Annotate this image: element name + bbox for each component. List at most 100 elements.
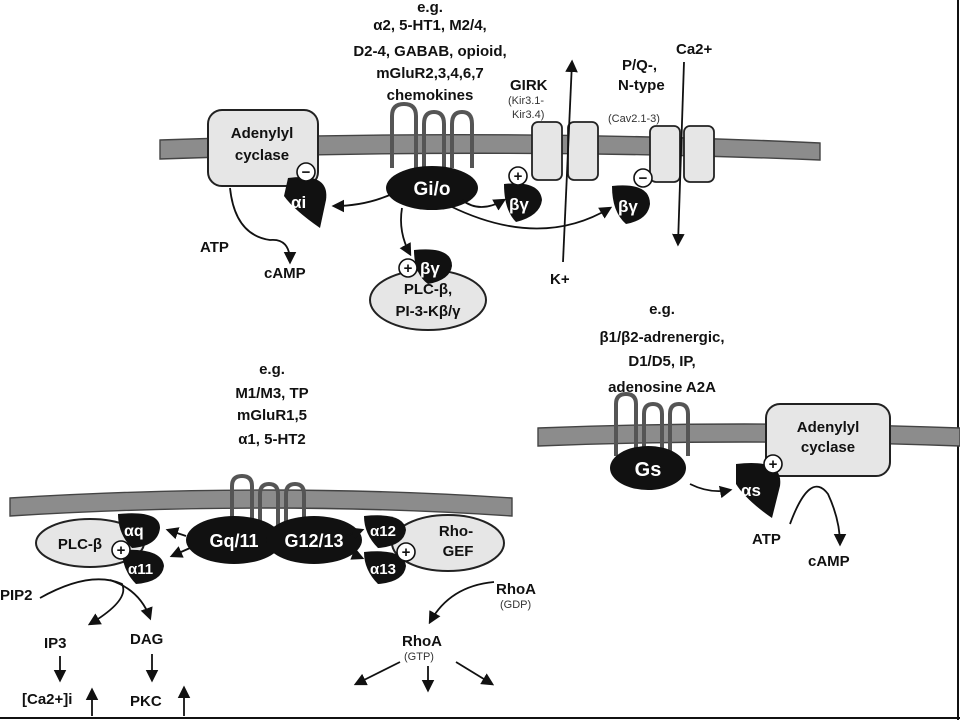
gq-receptor (230, 474, 306, 528)
gio-receptor (390, 102, 474, 168)
girk-beta-gamma-label: βγ (509, 195, 529, 214)
gs-example-line-0: e.g. (649, 301, 675, 318)
ca-title-1: P/Q-, (622, 57, 657, 74)
g12-to-alpha-13-arrow (343, 548, 365, 560)
ca-i-label: [Ca2+]i (22, 691, 72, 708)
gio-ac-label-1: Adenylyl (231, 125, 294, 142)
gio-protein (386, 166, 478, 210)
girk-sub-2: Kir3.4) (512, 109, 544, 121)
sign-glyph: + (402, 544, 411, 561)
ca-ion-label: Ca2+ (676, 41, 713, 58)
gio-example-line-3: mGluR2,3,4,6,7 (376, 65, 484, 82)
gs-protein-label: Gs (635, 459, 662, 481)
alpha-12-subunit (364, 515, 406, 548)
ca-channel-right (683, 125, 715, 183)
gs-receptor (614, 392, 690, 456)
gio-example-line-2: D2-4, GABAB, opioid, (353, 43, 506, 60)
gs-to-alpha-arrow (689, 483, 733, 499)
gq-plc-label: PLC-β (58, 536, 102, 553)
gio-ac-label-2: cyclase (235, 147, 289, 164)
girk-channel-right (567, 121, 599, 181)
g1213-protein-label: G12/13 (284, 531, 343, 551)
alpha-q-label: αq (124, 523, 144, 540)
gs-alpha-s-label: αs (741, 481, 761, 500)
gio-example-line-4: chemokines (387, 87, 474, 104)
gs-ac-label-1: Adenylyl (797, 419, 860, 436)
alpha-13-subunit (364, 551, 406, 584)
gs-camp-label: cAMP (808, 553, 850, 570)
rhoa-gdp-sub: (GDP) (500, 599, 531, 611)
girk-channel-left (531, 121, 563, 181)
ca-title-2: N-type (618, 77, 665, 94)
ca-minus-sign (633, 168, 653, 188)
girk-beta-gamma (504, 183, 542, 222)
alpha-12-label: α12 (370, 523, 396, 540)
dag-label: DAG (130, 631, 163, 648)
pip2-to-ip3-arrow (39, 578, 125, 626)
rhoa-gtp-sub: (GTP) (404, 651, 434, 663)
gs-example-line-3: adenosine A2A (608, 379, 716, 396)
gq-example-line-1: M1/M3, TP (235, 385, 308, 402)
gs-examples: e.g. β1/β2-adrenergic, D1/D5, IP, adenos… (599, 301, 724, 396)
ca-influx-arrow (672, 61, 685, 247)
rhoa-gtp-title: RhoA (402, 633, 442, 650)
rho-gef-label-1: Rho- (439, 523, 473, 540)
gs-adenylyl-cyclase (765, 403, 891, 477)
gio-atp-label: ATP (200, 239, 229, 256)
gq-example-line-3: α1, 5-HT2 (238, 431, 306, 448)
plc-label-1: PLC-β, (404, 281, 452, 298)
gq-to-alpha-q-arrow (165, 527, 187, 540)
gs-atp-camp-arrow (789, 485, 847, 547)
gs-example-line-2: D1/D5, IP, (628, 353, 695, 370)
gs-membrane (537, 423, 960, 447)
gio-example-line-0: e.g. (417, 0, 443, 16)
gio-camp-label: cAMP (264, 265, 306, 282)
gq-to-alpha-11-arrow (169, 546, 191, 558)
plc-beta-gamma-label: βγ (420, 259, 440, 278)
ca-beta-gamma (612, 185, 650, 224)
alpha-11-label: α11 (128, 561, 153, 578)
gs-ac-label-2: cyclase (801, 439, 855, 456)
gs-alpha-s-subunit (736, 462, 781, 518)
ca-channel-left (649, 125, 681, 183)
gio-to-girk-bg-arrow (461, 198, 507, 211)
rhoa-out-left-arrow (353, 661, 401, 686)
gq-example-line-2: mGluR1,5 (237, 407, 307, 424)
plc-label-2: PI-3-Kβ/γ (395, 303, 461, 320)
plc-beta-gamma (414, 249, 452, 284)
sign-glyph: + (514, 168, 523, 185)
gs-plus-sign (763, 454, 783, 474)
ip3-label: IP3 (44, 635, 67, 652)
sign-glyph: + (404, 260, 413, 277)
alpha-11-subunit (122, 549, 164, 584)
sign-glyph: + (769, 456, 778, 473)
gio-adenylyl-cyclase (207, 109, 319, 187)
gio-to-alpha-arrow (331, 193, 393, 213)
rhoa-activation-arrow (428, 581, 495, 625)
gs-protein (610, 446, 686, 490)
gio-to-ca-bg-arrow (449, 205, 613, 230)
rhoa-out-right-arrow (455, 661, 495, 686)
gs-panel: e.g. β1/β2-adrenergic, D1/D5, IP, adenos… (537, 301, 960, 570)
sign-glyph: + (117, 542, 126, 559)
gio-to-plc-bg-arrow (399, 207, 412, 257)
girk-plus-sign (508, 166, 528, 186)
k-ion-label: K+ (550, 271, 570, 288)
girk-k-efflux-arrow (562, 59, 578, 263)
plc-plus-sign (398, 258, 418, 278)
pkc-label: PKC (130, 693, 162, 710)
rhoa-gdp-title: RhoA (496, 581, 536, 598)
gio-alpha-i-label: αi (291, 193, 306, 212)
gio-panel: e.g. α2, 5-HT1, M2/4, D2-4, GABAB, opioi… (159, 0, 821, 331)
ca-beta-gamma-label: βγ (618, 197, 638, 216)
rho-gef-plus-sign (396, 542, 416, 562)
rho-gef-label-2: GEF (443, 543, 474, 560)
gq11-protein (186, 516, 282, 564)
gq-panel: e.g. M1/M3, TP mGluR1,5 α1, 5-HT2 Gq/11 … (0, 361, 536, 716)
girk-title: GIRK (510, 77, 548, 94)
gio-examples: e.g. α2, 5-HT1, M2/4, D2-4, GABAB, opioi… (353, 0, 506, 104)
gq-examples: e.g. M1/M3, TP mGluR1,5 α1, 5-HT2 (235, 361, 308, 448)
gq11-protein-label: Gq/11 (209, 531, 258, 551)
sign-glyph: − (302, 164, 311, 181)
